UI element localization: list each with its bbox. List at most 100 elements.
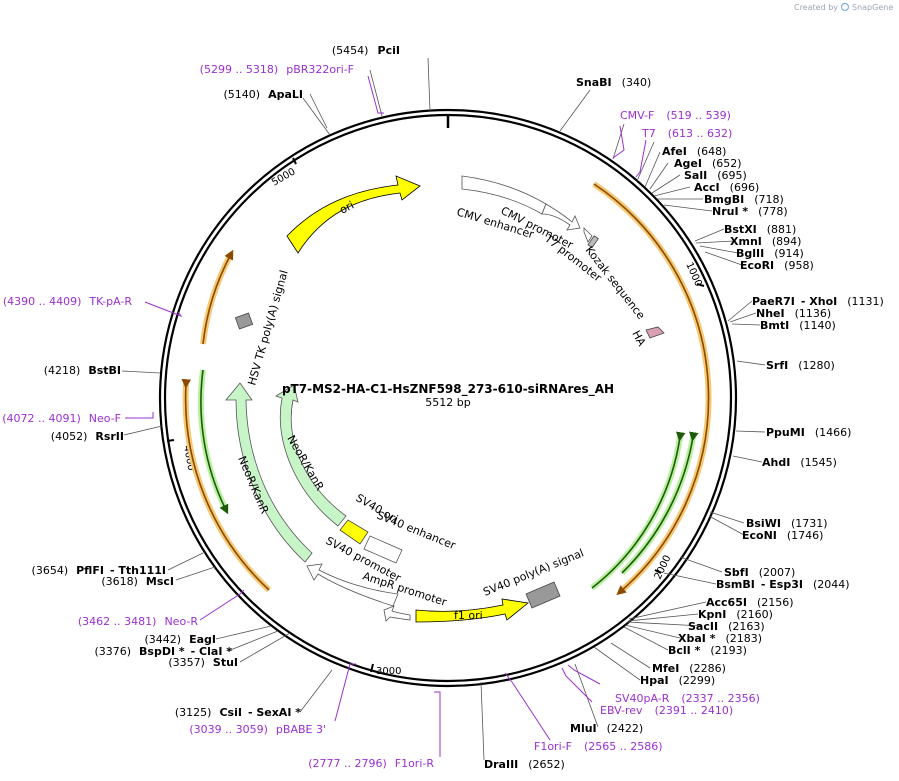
site-pos-hpai: (2299) bbox=[679, 674, 716, 687]
site-pos-xmni: (894) bbox=[772, 235, 802, 248]
site-label-bspdi[interactable]: BspDI * bbox=[139, 645, 185, 658]
svg-text:EcoNI(1746): EcoNI(1746) bbox=[742, 529, 823, 542]
site-label-agei[interactable]: AgeI bbox=[674, 157, 702, 170]
svg-text:(2777 .. 2796)F1ori-R: (2777 .. 2796) F1ori-R bbox=[308, 757, 434, 770]
svg-text:(3376)BspDI *- ClaI *: (3376)BspDI *- ClaI * bbox=[94, 645, 232, 658]
site-label-msci[interactable]: MscI bbox=[146, 575, 174, 588]
primer-label-tk-pa-r[interactable]: TK-pA-R bbox=[88, 295, 132, 308]
plasmid-length: 5512 bp bbox=[425, 396, 470, 409]
primer-label-pbabe3[interactable]: pBABE 3' bbox=[276, 723, 326, 736]
site-label-snabi[interactable]: SnaBI bbox=[576, 76, 612, 89]
site-label-econi[interactable]: EcoNI bbox=[742, 529, 777, 542]
primer-label-neo-r[interactable]: Neo-R bbox=[164, 615, 198, 628]
site-label-xbai[interactable]: XbaI * bbox=[678, 632, 716, 645]
primer-label-f1ori-r[interactable]: F1ori-R bbox=[395, 757, 435, 770]
site-sep-csii[interactable]: - SexAI * bbox=[248, 706, 301, 719]
site-label-kpni[interactable]: KpnI bbox=[698, 608, 726, 621]
site-sep-bspdi[interactable]: - ClaI * bbox=[191, 645, 233, 658]
primer-labels: (5299 .. 5318)pBR322ori-F CMV-F(519 .. 5… bbox=[2, 63, 760, 770]
site-sep-paer7i[interactable]: - XhoI bbox=[801, 295, 837, 308]
site-pos-bstbi: (4218) bbox=[44, 364, 81, 377]
site-sep-pflfi[interactable]: - Tth111I bbox=[110, 564, 166, 577]
primer-pos-f1ori-r: (2777 .. 2796) bbox=[308, 757, 387, 770]
feature-f1-ori[interactable]: f1 ori bbox=[415, 598, 529, 623]
site-label-bstbi[interactable]: BstBI bbox=[88, 364, 121, 377]
site-label-bcli[interactable]: BclI * bbox=[668, 644, 701, 657]
site-label-mlui[interactable]: MluI bbox=[570, 722, 597, 735]
site-label-ecori[interactable]: EcoRI bbox=[740, 259, 774, 272]
primer-label-pbr322ori-f[interactable]: pBR322ori-F bbox=[286, 63, 354, 76]
primer-label-sv40pa-r[interactable]: SV40pA-R bbox=[615, 692, 670, 705]
site-label-eagi[interactable]: EagI bbox=[189, 633, 216, 646]
tick-label-1000: 1000 bbox=[683, 261, 703, 289]
site-label-ppumi[interactable]: PpuMI bbox=[766, 426, 805, 439]
site-label-apali[interactable]: ApaLI bbox=[268, 88, 303, 101]
site-label-sacii[interactable]: SacII bbox=[688, 620, 718, 633]
site-pos-sbfi: (2007) bbox=[759, 566, 796, 579]
site-pos-afei: (648) bbox=[697, 145, 727, 158]
feature-sv40-pa[interactable]: SV40 poly(A) signal bbox=[481, 546, 586, 609]
site-label-hpai[interactable]: HpaI bbox=[640, 674, 669, 687]
site-pos-mlui: (2422) bbox=[607, 722, 644, 735]
site-label-nhei[interactable]: NheI bbox=[756, 307, 785, 320]
site-label-sali[interactable]: SalI bbox=[684, 169, 707, 182]
primer-label-neo-f[interactable]: Neo-F bbox=[89, 412, 121, 425]
site-label-pflfi[interactable]: PflFI bbox=[76, 564, 104, 577]
feature-ori[interactable]: ori bbox=[286, 175, 421, 254]
primer-pos-neo-f: (4072 .. 4091) bbox=[2, 412, 81, 425]
svg-text:(5140)ApaLI: (5140)ApaLI bbox=[224, 88, 304, 101]
site-sep-bsmbi[interactable]: - Esp3I bbox=[761, 578, 803, 591]
primer-label-cmv-f[interactable]: CMV-F bbox=[620, 109, 654, 122]
site-label-bglii[interactable]: BglII bbox=[736, 247, 764, 260]
site-label-csii[interactable]: CsiI bbox=[219, 706, 241, 719]
site-label-bstxi[interactable]: BstXI bbox=[724, 223, 757, 236]
site-label-bmti[interactable]: BmtI bbox=[760, 319, 789, 332]
site-pos-eagi: (3442) bbox=[145, 633, 182, 646]
svg-text:(4072 .. 4091)Neo-F: (4072 .. 4091) Neo-F bbox=[2, 412, 121, 425]
feature-label-ampr-prom: AmpR promoter bbox=[361, 569, 449, 609]
site-label-bsiwi[interactable]: BsiWI bbox=[746, 517, 781, 530]
feature-neo-inner[interactable]: NeoR/KanR bbox=[275, 384, 347, 527]
svg-text:BmgBI(718): BmgBI(718) bbox=[704, 193, 784, 206]
feature-ha[interactable]: HA bbox=[629, 326, 665, 349]
svg-text:AfeI(648): AfeI (648) bbox=[662, 145, 726, 158]
svg-text:AhdI(1545): AhdI(1545) bbox=[762, 456, 837, 469]
site-label-draiii[interactable]: DraIII bbox=[484, 758, 518, 771]
site-label-xmni[interactable]: XmnI bbox=[730, 235, 762, 248]
primer-pos-neo-r: (3462 .. 3481) bbox=[78, 615, 157, 628]
site-label-acci[interactable]: AccI bbox=[694, 181, 720, 194]
site-label-ahdi[interactable]: AhdI bbox=[762, 456, 790, 469]
site-label-mfei[interactable]: MfeI bbox=[652, 662, 679, 675]
site-label-bmgbi[interactable]: BmgBI bbox=[704, 193, 744, 206]
svg-text:BglII(914): BglII(914) bbox=[736, 247, 804, 260]
site-label-stui[interactable]: StuI bbox=[213, 656, 238, 669]
feature-hsv-tk[interactable]: HSV TK poly(A) signal bbox=[234, 269, 291, 387]
site-pos-nhei: (1136) bbox=[795, 307, 832, 320]
svg-text:(4390 .. 4409)TK-pA-R: (4390 .. 4409)TK-pA-R bbox=[3, 295, 133, 308]
primer-label-ebv-rev[interactable]: EBV-rev bbox=[600, 704, 643, 717]
site-label-bsmbi[interactable]: BsmBI bbox=[716, 578, 755, 591]
primer-label-t7[interactable]: T7 bbox=[641, 127, 656, 140]
site-label-sbfi[interactable]: SbfI bbox=[724, 566, 749, 579]
site-pos-bsmbi: (2044) bbox=[813, 578, 850, 591]
svg-text:(3039 .. 3059)pBABE 3': (3039 .. 3059)pBABE 3' bbox=[189, 723, 326, 736]
primer-label-f1ori-f[interactable]: F1ori-F bbox=[534, 740, 572, 753]
site-label-afei[interactable]: AfeI bbox=[662, 145, 687, 158]
site-pos-sali: (695) bbox=[717, 169, 747, 182]
feature-sv40-enh[interactable]: SV40 enhancer bbox=[363, 509, 458, 564]
site-label-pcii[interactable]: PciI bbox=[378, 44, 400, 57]
site-label-nrui[interactable]: NruI * bbox=[712, 205, 748, 218]
svg-text:SrfI(1280): SrfI(1280) bbox=[766, 359, 835, 372]
svg-text:SalI(695): SalI (695) bbox=[684, 169, 747, 182]
svg-text:(3462 .. 3481)Neo-R: (3462 .. 3481) Neo-R bbox=[78, 615, 198, 628]
svg-text:F1ori-F(2565 .. 2586): F1ori-F(2565 .. 2586) bbox=[534, 740, 663, 753]
site-label-srfi[interactable]: SrfI bbox=[766, 359, 788, 372]
site-label-acc65i[interactable]: Acc65I bbox=[706, 596, 747, 609]
feature-label-ori: ori bbox=[337, 199, 356, 217]
site-label-paer7i[interactable]: PaeR7I bbox=[752, 295, 795, 308]
site-pos-csii: (3125) bbox=[175, 706, 212, 719]
svg-text:(4218)BstBI: (4218) BstBI bbox=[44, 364, 121, 377]
svg-text:XbaI *(2183): XbaI *(2183) bbox=[678, 632, 762, 645]
site-label-rsrii[interactable]: RsrII bbox=[95, 430, 124, 443]
site-pos-msci: (3618) bbox=[101, 575, 138, 588]
